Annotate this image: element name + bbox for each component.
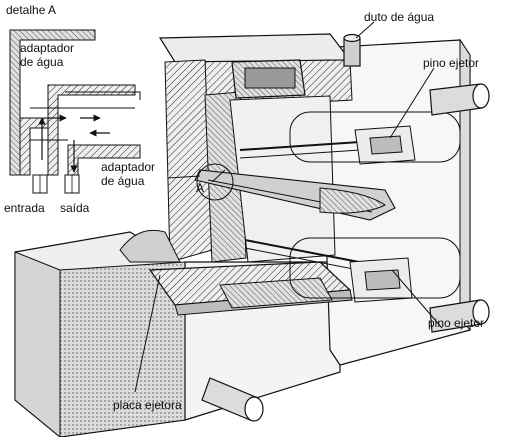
label-pino-ejetor: pino ejetor [423, 56, 480, 70]
guide-pillar [201, 377, 264, 422]
label-entrada: entrada [4, 201, 45, 215]
label-placa-ejetora: placa ejetora [113, 398, 182, 412]
mold-body [14, 33, 490, 437]
label-adaptador-main: adaptador de água [101, 160, 156, 188]
label-saida: saída [60, 201, 90, 215]
label-adaptador-detalhe: adaptador de água [20, 41, 75, 69]
detail-a-inset [9, 29, 141, 194]
label-detalhe-a: detalhe A [6, 3, 57, 17]
guide-pillar [429, 83, 490, 116]
label-pino-ejetor-2: pino ejetor [428, 316, 485, 330]
label-a-marker: A [196, 181, 205, 195]
leader-lines [134, 21, 443, 393]
label-duto-de-agua: duto de água [364, 10, 435, 24]
guide-pillar [429, 299, 490, 333]
